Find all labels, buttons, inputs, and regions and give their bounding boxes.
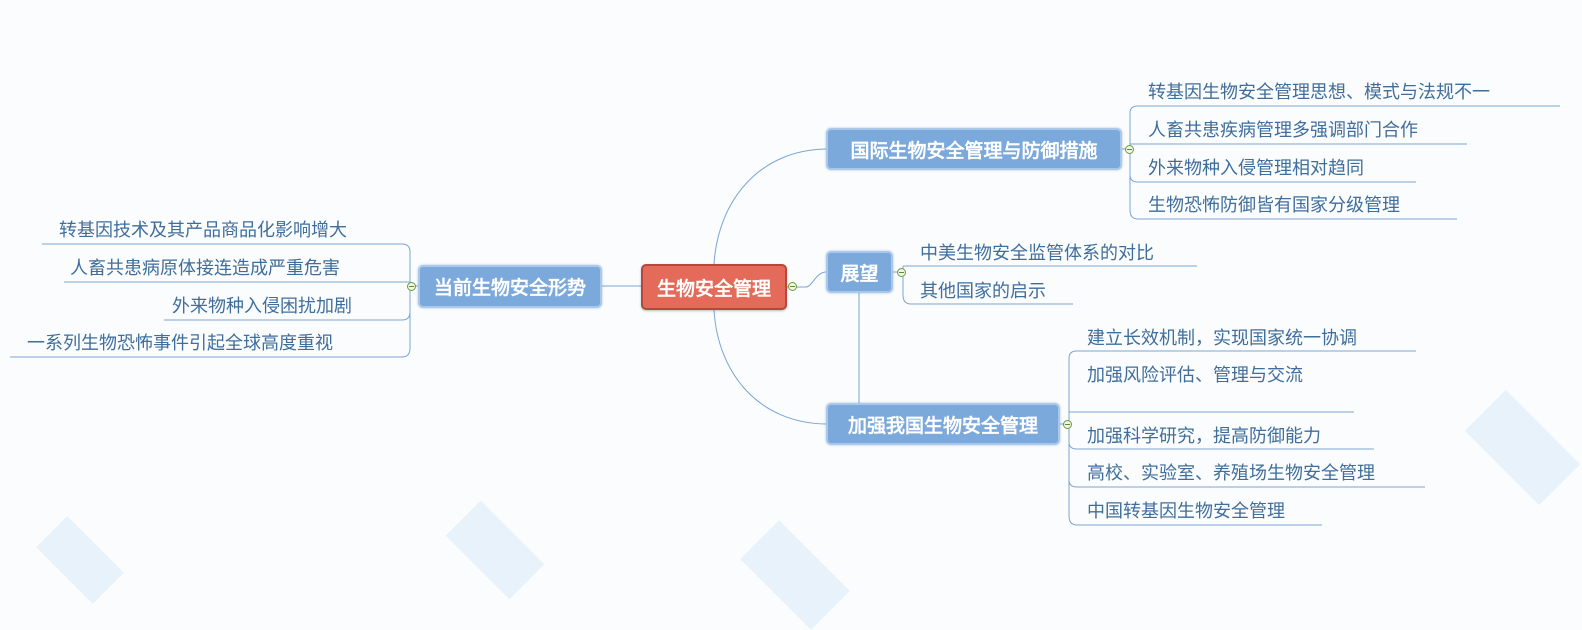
topic-outlook-label: 展望 [840, 262, 879, 285]
topic-strengthen-china[interactable]: 加强我国生物安全管理 [826, 403, 1060, 445]
mindmap-canvas: 生物安全管理 当前生物安全形势 转基因技术及其产品商品化影响增大 人畜共患病原体… [10, 82, 1581, 630]
connector-lines [10, 105, 1560, 526]
leaf-china-transgenic[interactable]: 中国转基因生物安全管理 [1087, 501, 1285, 522]
leaf-lab-farm-safety[interactable]: 高校、实验室、养殖场生物安全管理 [1087, 463, 1375, 484]
collapse-toggle-icon[interactable] [1063, 420, 1072, 429]
topic-strengthen-china-label: 加强我国生物安全管理 [847, 414, 1038, 437]
topic-current-situation-label: 当前生物安全形势 [433, 277, 586, 299]
topic-international-measures-label: 国际生物安全管理与防御措施 [850, 139, 1098, 162]
leaf-bioterror-defense[interactable]: 生物恐怖防御皆有国家分级管理 [1148, 195, 1400, 216]
topic-outlook[interactable]: 展望 [826, 251, 893, 293]
leaf-risk-assessment[interactable]: 加强风险评估、管理与交流 [1087, 365, 1303, 386]
connector-root-mid [787, 271, 827, 288]
leaf-zoonotic-cooperation[interactable]: 人畜共患疾病管理多强调部门合作 [1148, 120, 1418, 141]
leaf-transgenic-regulation[interactable]: 转基因生物安全管理思想、模式与法规不一 [1148, 82, 1490, 103]
root-topic-label: 生物安全管理 [656, 277, 771, 300]
leaf-long-term-mechanism[interactable]: 建立长效机制，实现国家统一协调 [1087, 328, 1357, 349]
leaf-invasive-species[interactable]: 外来物种入侵困扰加剧 [172, 296, 352, 317]
leaf-transgenic-impact[interactable]: 转基因技术及其产品商品化影响增大 [59, 220, 347, 241]
collapse-toggle-icon[interactable] [407, 282, 416, 291]
leaf-other-countries[interactable]: 其他国家的启示 [920, 281, 1046, 302]
leaf-zoonotic-harm[interactable]: 人畜共患病原体接连造成严重危害 [70, 258, 340, 279]
leaf-invasive-management[interactable]: 外来物种入侵管理相对趋同 [1148, 158, 1364, 179]
collapse-toggle-icon[interactable] [1125, 145, 1134, 154]
topic-current-situation[interactable]: 当前生物安全形势 [418, 265, 602, 308]
leaf-us-china-comparison[interactable]: 中美生物安全监管体系的对比 [920, 243, 1154, 264]
leaf-scientific-research[interactable]: 加强科学研究，提高防御能力 [1087, 426, 1321, 447]
connector-root-bottom [713, 309, 827, 425]
collapse-toggle-icon[interactable] [897, 268, 906, 277]
leaf-bioterror-events[interactable]: 一系列生物恐怖事件引起全球高度重视 [27, 333, 333, 354]
topic-international-measures[interactable]: 国际生物安全管理与防御措施 [826, 128, 1122, 170]
connector-root-top [713, 148, 827, 265]
root-topic[interactable]: 生物安全管理 [641, 264, 787, 310]
collapse-toggle-icon[interactable] [788, 282, 797, 291]
